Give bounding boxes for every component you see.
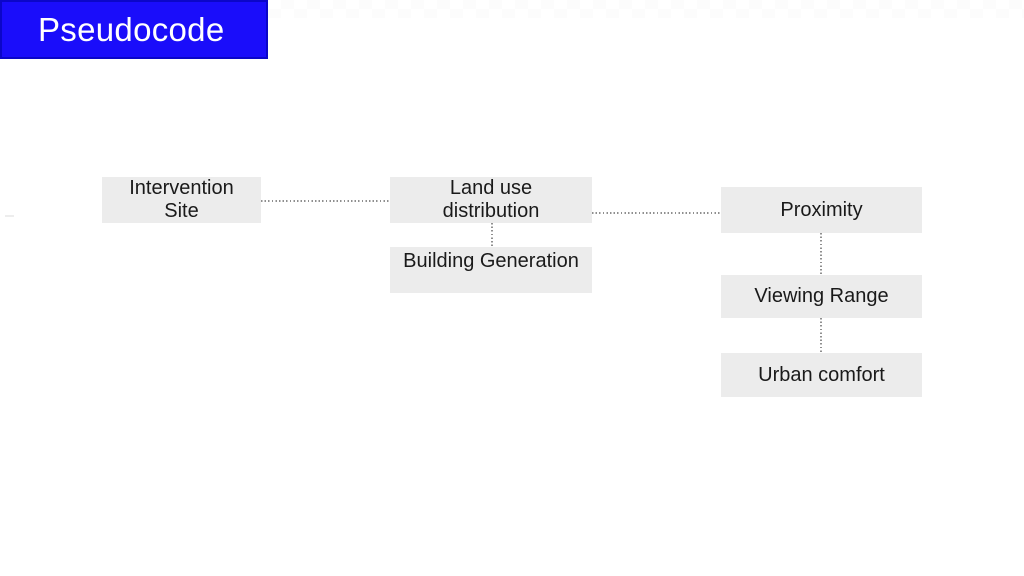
node-label-line: Land use: [449, 177, 533, 199]
connector-land-use-to-building-generation: [491, 223, 493, 247]
connector-land-use-to-proximity: [592, 212, 721, 214]
node-building-generation: Building Generation: [390, 247, 592, 293]
connector-viewing-range-to-urban-comfort: [820, 318, 822, 353]
node-label-line: Intervention: [129, 177, 234, 199]
node-proximity: Proximity: [721, 187, 922, 233]
page-title: Pseudocode: [38, 10, 225, 48]
connector-proximity-to-viewing-range: [820, 233, 822, 275]
title-banner: Pseudocode: [0, 0, 268, 59]
connector-intervention-to-land-use: [261, 200, 390, 202]
left-edge-artifact: [5, 215, 14, 217]
node-label-line: Urban comfort: [758, 363, 885, 386]
node-viewing-range: Viewing Range: [721, 275, 922, 318]
node-urban-comfort: Urban comfort: [721, 353, 922, 397]
node-label-line: Viewing Range: [754, 285, 889, 307]
node-intervention-site: Intervention Site: [102, 177, 261, 223]
top-edge-noise-texture: [268, 0, 1024, 18]
node-land-use-distribution: Land use distribution: [390, 177, 592, 223]
node-label-line: Site: [164, 200, 199, 222]
node-label-line: Building Generation: [403, 250, 579, 272]
node-label-line: Proximity: [780, 198, 863, 221]
node-label-line: distribution: [442, 200, 540, 222]
